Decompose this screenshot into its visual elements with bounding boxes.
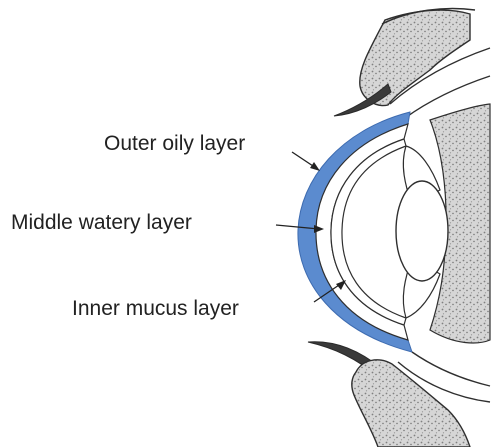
lower-eyelid [352, 360, 470, 447]
arrow-outer [292, 152, 320, 171]
label-inner-mucus-layer: Inner mucus layer [72, 298, 239, 319]
label-outer-oily-layer: Outer oily layer [104, 133, 245, 154]
upper-eyelid [360, 10, 470, 105]
lens [396, 181, 448, 281]
label-middle-watery-layer: Middle watery layer [11, 212, 192, 233]
